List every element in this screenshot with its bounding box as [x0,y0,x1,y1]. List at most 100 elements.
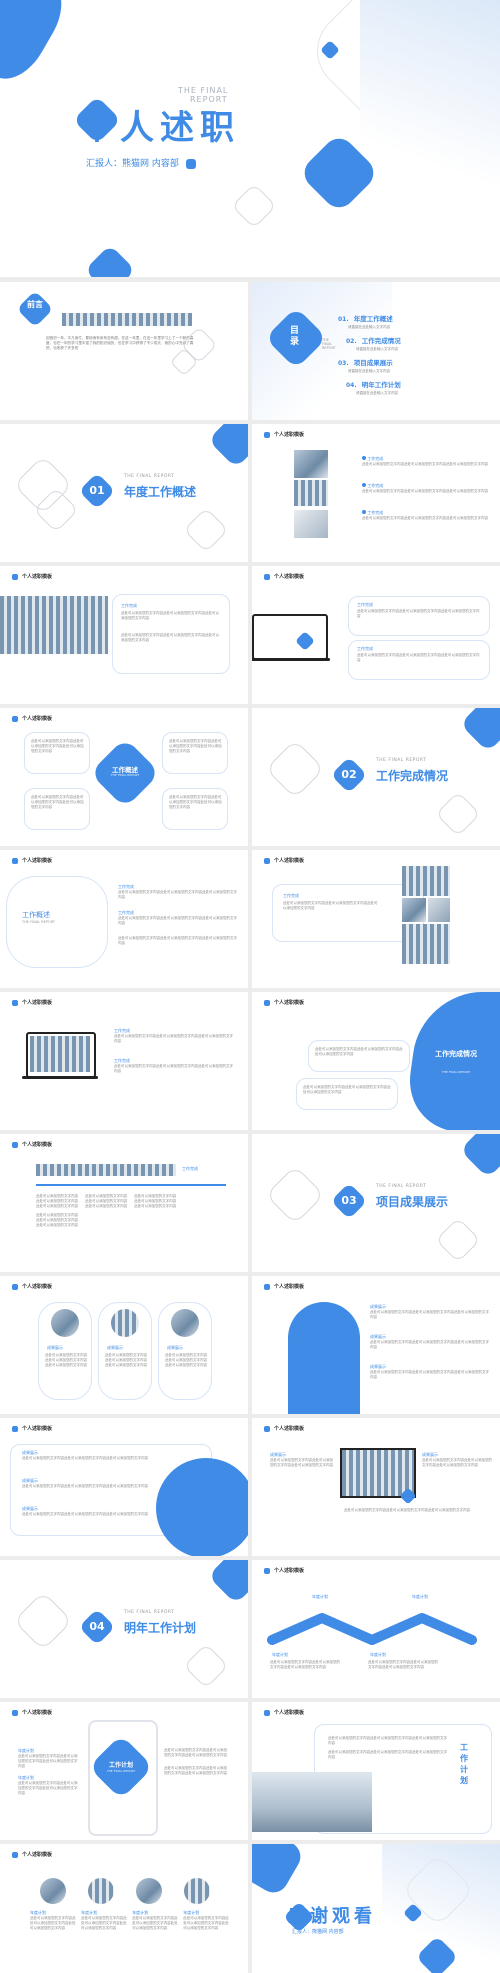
header-text: 个人述职模板 [274,1284,305,1290]
slide-header: 个人述职模板 [264,1283,304,1290]
slide-overview-list: 个人述职模板 工作完成 此处可以添加您的文字内容此处可以添加您的文字内容此处可以… [252,424,500,562]
circle-col: 年度计划 此处可以添加您的文字内容此处可以添加您的文字内容此处可以添加您的文字内… [183,1910,229,1931]
slide-header: 个人述职模板 [264,999,304,1006]
toc-item[interactable]: 04. 明年工作计划 请直接在此处输入文字内容 [338,372,488,395]
item-tag: 工作完成 [362,456,492,462]
done-en: THE FINAL REPORT [441,1070,471,1074]
toc-list: 01. 年度工作概述 请直接在此处输入文字内容 02. 工作完成情况 请直接在此… [338,306,488,395]
slide-header: 个人述职模板 [12,1851,52,1858]
office-photo [252,1772,372,1832]
header-dot [12,1283,18,1290]
col-title: 年度计划 [30,1910,46,1915]
right-list: 此处可以添加您的文字内容此处可以添加您的文字内容此处可以添加您的文字内容 此处可… [164,1748,228,1776]
header-dot [264,999,270,1006]
info-card: 工作完成 此处可以添加您的文字内容此处可以添加您的文字内容此处可以添加您的文字内… [348,640,490,680]
header-text: 个人述职模板 [274,1568,305,1574]
card-tag: 工作完成 [357,646,373,651]
card-tag-text: 工作完成 [121,603,137,608]
list-item: 工作完成 此处可以添加您的文字内容此处可以添加您的文字内容此处可以添加您的文字内… [114,1058,234,1088]
header-text: 个人述职模板 [274,574,305,580]
outline-diamond [265,1165,325,1225]
column-row: 此处可以添加您的文字内容此处可以添加您的文字内容此处可以添加您的文字内容 此处可… [36,1194,226,1232]
item-title: 工作完成 [114,1058,130,1063]
intro-text: 回首初一年，平凡而忙，繁琐而有序有苦有甜。在这一年里，在这一年里学习上了一个新的… [46,336,194,350]
slide-header: 个人述职模板 [264,857,304,864]
right-text: 成果展示 此处可以添加您的文字内容此处可以添加您的文字内容此处可以添加您的文字内… [422,1452,492,1468]
header-text: 个人述职模板 [22,1284,53,1290]
plan-tag: 年度计划 [272,1652,288,1657]
corner-diamond [207,1560,248,1605]
card-text: 此处可以添加您的文字内容此处可以添加您的文字内容此处可以添加您的文字内容 [169,795,222,809]
header-text: 个人述职模板 [22,1852,53,1858]
info-card: 此处可以添加您的文字内容此处可以添加您的文字内容此处可以添加您的文字内容 [24,732,90,774]
column-text: 此处可以添加您的文字内容此处可以添加您的文字内容此处可以添加您的文字内容 [36,1194,78,1208]
toc-gradient [252,282,392,420]
result-text: 此处可以添加您的文字内容此处可以添加您的文字内容此处可以添加您的文字内容 [165,1353,207,1367]
slide-done-situation: 个人述职模板 工作完成情况 THE FINAL REPORT 此处可以添加您的文… [252,992,500,1130]
col-title: 年度计划 [81,1910,98,1915]
section-title: 年度工作概述 [124,485,197,499]
toc-label: 年度工作概述 [353,315,393,323]
grid-photo-4 [402,924,450,964]
item-title: 成果展示 [22,1450,38,1455]
laptop-base [22,1076,98,1079]
slide-header: 个人述职模板 [12,1283,52,1290]
bottom-diamond [84,244,136,277]
plan-text: 此处可以添加您的文字内容此处可以添加您的文字内容此处可以添加您的文字内容 [270,1660,340,1669]
toc-en: THE FINAL REPORT [322,338,336,350]
outline-diamond [13,1591,73,1651]
header-dot [264,857,270,864]
toc-item[interactable]: 01. 年度工作概述 请直接在此处输入文字内容 [338,306,488,329]
slide-list-circle: 个人述职模板 成果展示 此处可以添加您的文字内容此处可以添加您的文字内容此处可以… [0,1418,248,1556]
circle-col: 年度计划 此处可以添加您的文字内容此处可以添加您的文字内容此处可以添加您的文字内… [81,1910,127,1931]
section-en: THE FINAL REPORT [376,758,427,763]
item-text: 此处可以添加您的文字内容此处可以添加您的文字内容此处可以添加您的文字内容 [422,1458,492,1467]
column-text: 此处可以添加您的文字内容此处可以添加您的文字内容此处可以添加您的文字内容 [134,1194,177,1208]
item-text: 此处可以添加您的文字内容此处可以添加您的文字内容此处可以添加您的文字内容 [362,516,488,520]
circle-photo [88,1878,114,1904]
section-number: 01 [78,472,116,510]
item-title: 成果展示 [370,1304,386,1309]
slide-header: 个人述职模板 [12,857,52,864]
info-card: 此处可以添加您的文字内容此处可以添加您的文字内容此处可以添加您的文字内容 [24,788,90,830]
item-title: 成果展示 [270,1452,286,1457]
item-text: 此处可以添加您的文字内容此处可以添加您的文字内容此处可以添加您的文字内容 [328,1736,447,1745]
center-en: THE FINAL REPORT [110,773,140,777]
circle-list: 成果展示 此处可以添加您的文字内容此处可以添加您的文字内容此处可以添加您的文字内… [22,1450,162,1534]
header-dot [264,431,270,438]
toc-num: 02. [346,338,357,345]
cover-en-line1: THE FINAL [178,86,229,95]
toc-num: 04. [346,382,357,389]
item-title: 年度计划 [18,1748,34,1753]
cover-en: THE FINAL REPORT [178,86,228,104]
info-card: 此处可以添加您的文字内容此处可以添加您的文字内容此处可以添加您的文字内容 [308,1040,410,1072]
item-text: 此处可以添加您的文字内容此处可以添加您的文字内容此处可以添加您的文字内容 [118,936,237,945]
outline-diamond [265,739,325,799]
slide-header: 个人述职模板 [12,1141,52,1148]
cover-reporter: 汇报人：熊猫网 内容部 [86,156,196,169]
slide-header: 个人述职模板 [12,999,52,1006]
header-dot [264,1425,270,1432]
slide-cover: 个人述职 THE FINAL REPORT 汇报人：熊猫网 内容部 [0,0,500,277]
toc-tag: 目录 [290,326,300,347]
item-text: 此处可以添加您的文字内容此处可以添加您的文字内容此处可以添加您的文字内容 [18,1781,78,1795]
info-card: 工作完成 此处可以添加您的文字内容此处可以添加您的文字内容此处可以添加您的文字内… [112,594,230,674]
slide-header: 个人述职模板 [12,1709,52,1716]
plan-tag: 年度计划 [312,1594,328,1599]
item-text: 此处可以添加您的文字内容此处可以添加您的文字内容此处可以添加您的文字内容 [118,916,237,925]
item-dot [362,483,366,487]
section-number: 04 [78,1608,116,1646]
corner-shape [0,0,75,91]
item-text: 此处可以添加您的文字内容此处可以添加您的文字内容此处可以添加您的文字内容 [328,1750,447,1759]
toc-item[interactable]: 02. 工作完成情况 请直接在此处输入文字内容 [338,328,488,351]
grid-photo-1 [402,866,450,896]
header-text: 个人述职模板 [22,716,53,722]
item-title: 成果展示 [370,1364,386,1369]
slide-section-03: 03 THE FINAL REPORT 项目成果展示 [252,1134,500,1272]
toc-item[interactable]: 03. 项目成果展示 请直接在此处输入文字内容 [338,350,488,373]
slide-four-columns: 个人述职模板 工作完成 此处可以添加您的文字内容此处可以添加您的文字内容此处可以… [0,1134,248,1272]
col-text: 此处可以添加您的文字内容此处可以添加您的文字内容此处可以添加您的文字内容 [183,1916,229,1930]
slide-header: 个人述职模板 [12,715,52,722]
header-dot [12,1851,18,1858]
item-title: 工作完成 [114,1028,130,1033]
